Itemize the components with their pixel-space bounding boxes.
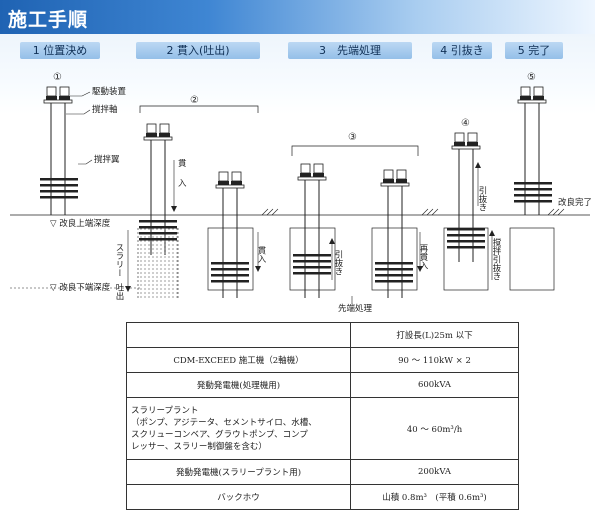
- page-title: 施工手順: [8, 9, 89, 31]
- label-pull-2: 引抜き: [477, 186, 487, 212]
- table-cell-line: （ポンプ、アジテータ、セメントサイロ、水槽、: [131, 417, 317, 428]
- table-cell-value: 90 ～ 110kW × 2: [350, 347, 519, 373]
- label-shaft: 撹拌軸: [92, 104, 118, 115]
- table-cell-item: バックホウ: [126, 484, 351, 510]
- label-repenetrate: 再貫入: [418, 244, 428, 270]
- label-blade: 撹拌翼: [94, 154, 120, 165]
- header-band: [0, 0, 595, 34]
- table-cell-line: レッサー、スラリー制御盤を含む）: [131, 441, 267, 452]
- step-1-number: ①: [53, 72, 62, 83]
- table-row: スラリープラント （ポンプ、アジテータ、セメントサイロ、水槽、 スクリューコンベ…: [126, 397, 519, 460]
- label-penetrate-1: 貫: [178, 159, 187, 169]
- label-top-depth: ▽ 改良上端深度: [50, 218, 111, 229]
- label-bottom-depth: ▽ 改良下端深度: [50, 282, 111, 293]
- step-5-number: ⑤: [527, 72, 536, 83]
- table-cell-item: 発動発電機(処理機用): [126, 372, 351, 398]
- step-4-label: 4 引抜き: [432, 42, 492, 59]
- label-drive-unit: 駆動装置: [92, 86, 127, 97]
- table-cell-value: 山積 0.8m³ (平積 0.6m³): [350, 484, 519, 510]
- table-cell-item: 発動発電機(スラリープラント用): [126, 459, 351, 485]
- table-cell-value: 600kVA: [350, 372, 519, 398]
- label-penetrate-2: 入: [178, 179, 187, 189]
- machine-1: [43, 86, 73, 104]
- step-3-number: ③: [348, 132, 357, 143]
- table-row: バックホウ 山積 0.8m³ (平積 0.6m³): [126, 484, 519, 510]
- label-tip-treatment: 先端処理: [338, 303, 373, 314]
- table-row: 発動発電機(処理機用) 600kVA: [126, 372, 519, 398]
- label-complete: 改良完了: [558, 197, 592, 208]
- step-1-label: 1 位置決め: [20, 42, 100, 59]
- label-mix-pull: 撹拌引抜き: [491, 237, 501, 280]
- table-cell-item: CDM-EXCEED 施工機（2軸機）: [126, 347, 351, 373]
- label-slurry-2: 吐出: [114, 283, 124, 301]
- label-slurry-1: スラリー: [114, 243, 124, 277]
- step-4-number: ④: [461, 118, 470, 129]
- table-row: 発動発電機(スラリープラント用) 200kVA: [126, 459, 519, 485]
- table-cell-line: スクリューコンベア、グラウトポンプ、コンプ: [131, 429, 308, 440]
- table-header-length: 打設長(L)25m 以下: [350, 322, 519, 348]
- step-5-label: 5 完了: [505, 42, 563, 59]
- table-cell-line: スラリープラント: [131, 405, 199, 416]
- equipment-table: 打設長(L)25m 以下 CDM-EXCEED 施工機（2軸機） 90 ～ 11…: [126, 322, 519, 510]
- table-cell-value: 200kVA: [350, 459, 519, 485]
- table-row: CDM-EXCEED 施工機（2軸機） 90 ～ 110kW × 2: [126, 347, 519, 373]
- table-cell-value: 40 ～ 60m³/h: [350, 397, 519, 460]
- label-penetrate-3: 貫入: [256, 246, 266, 263]
- step-3-label: 3 先端処理: [288, 42, 412, 59]
- ground-hatch: [261, 208, 565, 216]
- step-2-label: 2 貫入(吐出): [136, 42, 260, 59]
- step-2-number: ②: [190, 95, 199, 106]
- label-pull-1: 引抜き: [333, 250, 343, 276]
- page-header: 施工手順: [0, 0, 595, 34]
- table-header-blank: [126, 322, 351, 348]
- table-cell-item-multiline: スラリープラント （ポンプ、アジテータ、セメントサイロ、水槽、 スクリューコンベ…: [126, 397, 351, 460]
